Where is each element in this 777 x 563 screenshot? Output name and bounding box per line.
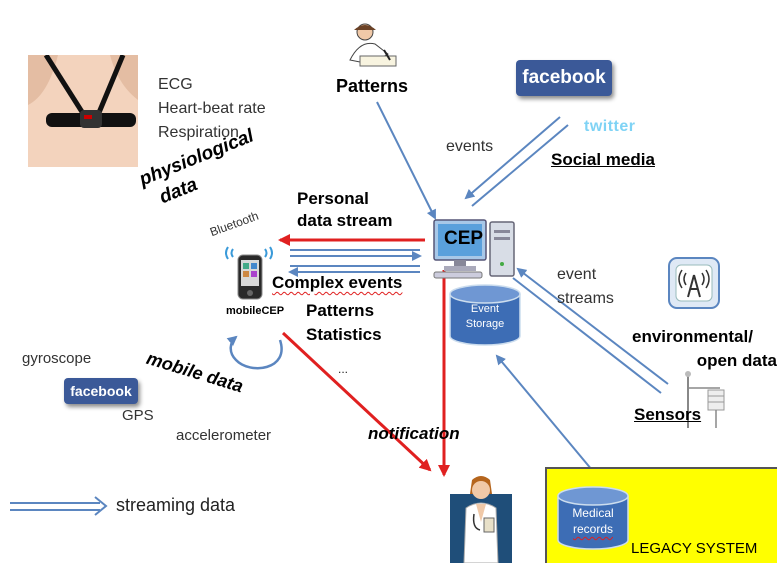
weather-station-icon — [685, 371, 725, 428]
patterns-stats-line1: Patterns — [306, 301, 375, 320]
mobile-notification-arrow — [281, 331, 432, 472]
cep-label: CEP — [444, 228, 484, 249]
facebook-logo-top: facebook — [516, 60, 612, 96]
complex-events-label: Complex events — [272, 273, 402, 293]
legacy-to-storage-arrow — [495, 354, 593, 471]
sensors-label: Sensors — [634, 405, 702, 424]
patterns-to-cep-arrow — [376, 101, 436, 220]
antenna-icon — [668, 257, 720, 309]
social-media-label: Social media — [551, 150, 655, 169]
medical-records-label: Medical records — [556, 505, 630, 537]
event-streams-line2: streams — [557, 290, 614, 307]
streaming-legend-arrow — [10, 496, 108, 516]
environmental-data-label: environmental/ open data — [632, 325, 777, 373]
sensors-to-cep-arrow — [512, 267, 669, 394]
event-storage-line1: Event — [470, 303, 500, 315]
accelerometer-label: accelerometer — [176, 427, 272, 444]
patterns-label: Patterns — [336, 76, 409, 96]
patterns-statistics-label: Patterns Statistics — [306, 299, 382, 347]
env-data-line2: open data — [696, 351, 777, 370]
smartphone-icon — [225, 246, 273, 300]
mobile-loop-arrow — [226, 335, 283, 370]
event-streams-line1: event — [557, 266, 597, 283]
event-streams-label: event streams — [557, 263, 614, 311]
mobile-cep-label: mobileCEP — [226, 305, 285, 317]
notification-label: notification — [368, 424, 460, 443]
phone-cep-stream-arrows — [288, 249, 422, 277]
person-writing-icon — [349, 23, 397, 67]
twitter-logo: twitter — [584, 118, 636, 135]
physio-ecg: ECG — [158, 76, 193, 93]
legacy-system-label: LEGACY SYSTEM — [631, 540, 758, 557]
chest-strap-icon — [28, 55, 138, 167]
medical-line2: records — [572, 522, 613, 536]
patterns-stats-line2: Statistics — [306, 325, 382, 344]
gps-label: GPS — [122, 407, 154, 424]
doctor-icon — [450, 476, 512, 563]
env-data-line1: environmental/ — [632, 327, 753, 346]
event-storage-line2: Storage — [465, 318, 505, 330]
personal-stream-line1: Personal — [297, 189, 369, 208]
medical-line1: Medical — [572, 506, 614, 520]
social-to-cep-arrow — [464, 116, 569, 207]
physio-heart-rate: Heart-beat rate — [158, 100, 266, 117]
streaming-data-label: streaming data — [116, 495, 236, 515]
personal-data-stream-label: Personal data stream — [297, 188, 392, 232]
database-icon — [449, 284, 521, 346]
ellipsis-label: ... — [338, 362, 349, 376]
physio-signals: ECG Heart-beat rate Respiration — [158, 73, 266, 145]
gyroscope-label: gyroscope — [22, 350, 92, 367]
physio-respiration: Respiration — [158, 124, 239, 141]
complex-events-text: Complex events — [272, 273, 403, 292]
events-label: events — [446, 138, 494, 155]
medical-records-database-icon — [557, 486, 629, 550]
computer-icon — [433, 219, 515, 279]
personal-stream-line2: data stream — [297, 211, 393, 230]
event-storage-label: Event Storage — [448, 302, 522, 332]
facebook-logo-small: facebook — [64, 378, 138, 404]
